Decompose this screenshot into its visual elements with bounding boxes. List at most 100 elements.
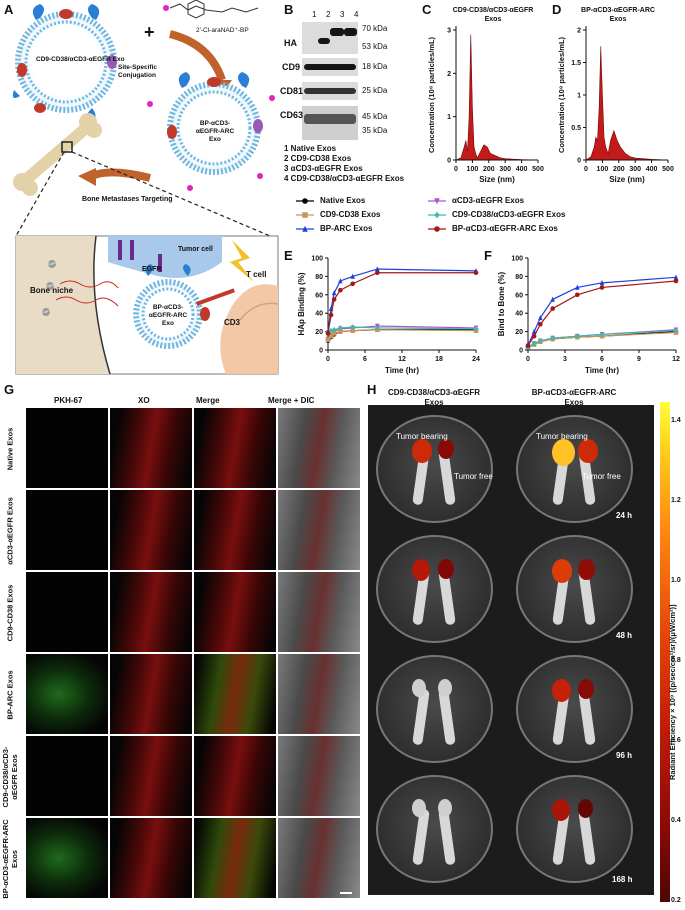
ivis-header: CD9-CD38/αCD3-αEGFR Exos BP-αCD3-αEGFR-A… — [368, 388, 658, 408]
blot-band — [330, 28, 344, 36]
blot-ha — [302, 22, 358, 54]
fluorescence-signal — [552, 559, 573, 584]
colorbar-label: Radiant Efficiency × 10⁹ [(p/sec/cm²/sr)… — [668, 604, 677, 780]
colorbar-tick-label: 0.2 — [671, 897, 681, 904]
row-label: BP-ARC Exos — [5, 670, 15, 720]
micrograph-cell — [278, 818, 360, 898]
t-cell-label: T cell — [246, 270, 267, 279]
exo-c-label: BP-αCD3-αEGFR-ARC Exo — [148, 304, 188, 327]
colorbar-tick-label: 1.4 — [671, 417, 681, 424]
blot-cd9 — [302, 58, 358, 76]
y-tick-label: 80 — [315, 274, 323, 281]
column-header: XO — [138, 396, 150, 405]
exo-a-label: CD9-CD38/αCD3-αEGFR Exo — [36, 56, 125, 63]
legend-markers — [296, 198, 446, 232]
data-point — [350, 281, 355, 287]
data-point — [673, 278, 679, 284]
x-tick-label: 0 — [454, 166, 458, 173]
y-tick-label: 20 — [515, 329, 523, 336]
ivis-column-title: CD9-CD38/αCD3-αEGFR Exos — [387, 388, 481, 407]
bone-icon — [13, 113, 102, 196]
legend-entry: CD9-CD38 Exos — [320, 210, 381, 219]
y-tick-label: 2 — [577, 28, 581, 35]
lane-label: 1 — [312, 10, 317, 19]
y-tick-label: 0 — [519, 348, 523, 355]
legend-entry: BP-ARC Exos — [320, 224, 373, 233]
bone-niche-label: Bone niche — [30, 286, 74, 295]
x-tick-label: 3 — [563, 356, 567, 363]
data-point — [673, 274, 679, 280]
data-point — [350, 324, 355, 330]
data-point — [538, 338, 543, 344]
fluorescence-signal — [438, 439, 455, 460]
x-tick-label: 200 — [613, 166, 625, 173]
micrograph-cell — [194, 818, 276, 898]
data-point — [550, 296, 555, 302]
colorbar-tick-label: 0.8 — [671, 657, 681, 664]
time-label: 48 h — [616, 631, 633, 640]
targeting-arrow-icon — [90, 168, 151, 182]
petri-dish — [376, 655, 493, 763]
petri-dish — [516, 535, 633, 643]
y-tick-label: 1 — [577, 93, 581, 100]
micrograph-cell — [26, 654, 108, 734]
data-point — [328, 333, 334, 339]
colorbar-tick-label: 0.6 — [671, 737, 681, 744]
data-point — [531, 340, 537, 347]
series-line — [327, 268, 477, 332]
micrograph-cell — [26, 572, 108, 652]
ca-ion-label: Ca²⁺ — [46, 283, 55, 288]
y-tick-label: 3 — [447, 28, 451, 35]
x-tick-label: 6 — [363, 356, 367, 363]
lane-legend: 1 Native Exos — [284, 144, 337, 153]
data-point — [550, 306, 555, 311]
data-point — [599, 280, 605, 286]
y-tick-label: 40 — [515, 311, 523, 318]
x-tick-label: 9 — [637, 356, 641, 363]
data-point — [550, 335, 555, 341]
fluorescence-signal — [438, 559, 454, 579]
y-tick-label: 0 — [577, 158, 581, 165]
blot-row-label: HA — [284, 38, 297, 48]
data-point — [302, 225, 308, 232]
kda-label: 70 kDa — [362, 24, 388, 33]
micrograph-cell — [278, 572, 360, 652]
y-tick-label: 60 — [515, 292, 523, 299]
reagent-label: 2'-Cl-araNAD⁺-BP — [196, 27, 249, 34]
y-tick-label: 80 — [515, 274, 523, 281]
fluorescence-signal — [552, 799, 570, 821]
series-line — [327, 329, 477, 341]
series-line — [327, 272, 476, 334]
data-point — [331, 297, 337, 302]
row-label: Native Exos — [5, 427, 15, 471]
data-point — [599, 285, 605, 290]
x-axis-label: Time (hr) — [585, 366, 619, 375]
row-label: BP-αCD3-αEGFR-ARC Exos — [1, 819, 19, 899]
fluorescence-signal — [552, 679, 572, 703]
data-point — [531, 333, 537, 339]
micrograph-cell — [26, 736, 108, 816]
y-axis-label: Concentration (10⁸ particles/mL) — [427, 36, 436, 153]
egfr-label: EGFR — [142, 266, 162, 273]
x-tick-label: 100 — [597, 166, 609, 173]
micrograph-cell — [26, 818, 108, 898]
data-point — [302, 212, 308, 218]
data-point — [575, 292, 580, 298]
petri-dish — [516, 415, 633, 523]
tumor-bearing-label: Tumor bearing — [536, 432, 588, 441]
micrograph-cell — [278, 408, 360, 488]
time-label: 24 h — [616, 511, 633, 520]
petri-dish — [376, 775, 493, 883]
fluorescence-signal — [412, 559, 431, 582]
y-axis-label: HAp Binding (%) — [297, 272, 306, 335]
chart-title: BP-αCD3-αEGFR-ARC Exos — [581, 7, 655, 23]
y-tick-label: 100 — [311, 256, 323, 263]
x-axis-label: Time (hr) — [385, 366, 419, 375]
kda-label: 45 kDa — [362, 112, 388, 121]
